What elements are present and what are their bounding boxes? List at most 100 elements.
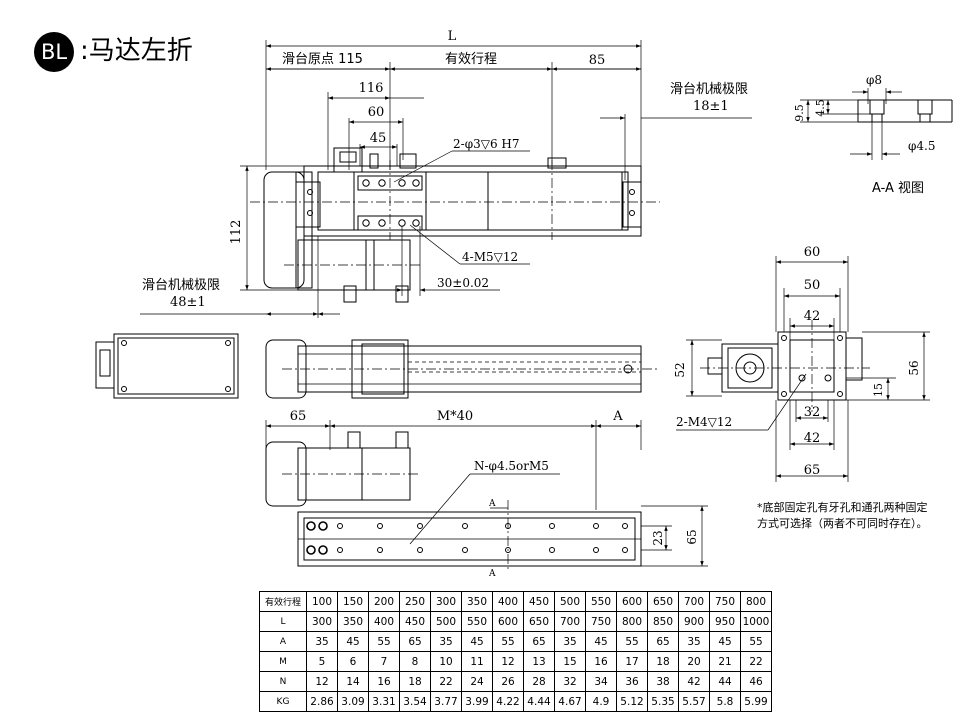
bottom-view: 65 M*40 A A A N-φ4.5orM5	[265, 409, 708, 579]
label-limit-left: 滑台机械极限	[142, 278, 220, 293]
table-cell: 7	[368, 651, 400, 672]
table-cell: 5.12	[616, 691, 648, 712]
table-header-cell: 350	[461, 591, 493, 612]
table-cell: 4.44	[523, 691, 555, 712]
table-cell: 18	[647, 651, 679, 672]
table-row: N 12 14 16 18 22 24 26 28 32 34 36 38 42…	[259, 671, 772, 692]
table-cell: 45	[337, 631, 369, 652]
table-cell: 4.9	[585, 691, 617, 712]
table-cell: 13	[523, 651, 555, 672]
table-cell: 55	[616, 631, 648, 652]
table-row: A 35 45 55 65 35 45 55 65 35 45 55 65 35…	[259, 631, 772, 652]
table-cell: 5.57	[678, 691, 710, 712]
model-badge: BL	[34, 32, 74, 72]
dim-bottom-h23: 23	[651, 530, 665, 545]
table-header-cell: 650	[647, 591, 679, 612]
table-cell: 5.35	[647, 691, 679, 712]
spec-table: 有效行程 100 150 200 250 300 350 400 450 500…	[259, 591, 772, 712]
label-base-holes: N-φ4.5orM5	[474, 459, 549, 473]
table-header-cell: 100	[306, 591, 338, 612]
dim-end-w50: 50	[804, 278, 821, 293]
dim-slide-origin: 滑台原点 115	[282, 52, 363, 67]
table-cell: L	[259, 611, 307, 632]
table-cell: 400	[368, 611, 400, 632]
table-cell: 12	[306, 671, 338, 692]
label-side-holes: 2-M4▽12	[676, 415, 732, 429]
table-header-cell: 500	[554, 591, 586, 612]
table-cell: 5.8	[709, 691, 741, 712]
dim-limit-left: 48±1	[170, 295, 206, 310]
table-header-cell: 250	[399, 591, 431, 612]
dim-bottom-h65: 65	[685, 529, 699, 544]
table-cell: 3.31	[368, 691, 400, 712]
table-cell: 5	[306, 651, 338, 672]
table-cell: 55	[492, 631, 524, 652]
table-cell: 16	[368, 671, 400, 692]
table-cell: 800	[616, 611, 648, 632]
table-cell: 11	[461, 651, 493, 672]
left-end-view	[95, 333, 239, 399]
dim-60: 60	[368, 105, 385, 120]
table-cell: 4.22	[492, 691, 524, 712]
table-cell: 17	[616, 651, 648, 672]
section-mark-bottom: A	[488, 569, 496, 579]
dim-dia-4-5: φ4.5	[908, 139, 936, 153]
table-cell: 700	[554, 611, 586, 632]
table-cell: 3.09	[337, 691, 369, 712]
table-row: KG 2.86 3.09 3.31 3.54 3.77 3.99 4.22 4.…	[259, 691, 772, 712]
table-header-cell: 150	[337, 591, 369, 612]
table-cell: 3.77	[430, 691, 462, 712]
table-cell: 2.86	[306, 691, 338, 712]
table-cell: 21	[709, 651, 741, 672]
table-cell: 950	[709, 611, 741, 632]
table-header-cell: 600	[616, 591, 648, 612]
table-header-cell: 400	[492, 591, 524, 612]
table-cell: 26	[492, 671, 524, 692]
dim-pin-pitch: 30±0.02	[437, 276, 489, 290]
table-cell: 4.67	[554, 691, 586, 712]
dim-45: 45	[370, 131, 387, 146]
top-view: L 滑台原点 115 有效行程 85 116 60 45 2-φ3▽6 H7 滑…	[140, 29, 752, 318]
table-cell: 650	[523, 611, 555, 632]
table-cell: 15	[554, 651, 586, 672]
table-header-cell: 有效行程	[259, 591, 307, 612]
table-cell: 55	[740, 631, 772, 652]
table-cell: 20	[678, 651, 710, 672]
table-cell: 46	[740, 671, 772, 692]
table-cell: 24	[461, 671, 493, 692]
table-cell: 65	[523, 631, 555, 652]
table-cell: 3.54	[399, 691, 431, 712]
table-cell: 8	[399, 651, 431, 672]
table-cell: 28	[523, 671, 555, 692]
page-title: :马达左折	[80, 36, 193, 66]
dim-end-w42-top: 42	[804, 309, 821, 324]
label-tapped-holes: 4-M5▽12	[462, 250, 518, 264]
table-cell: 36	[616, 671, 648, 692]
table-cell: 35	[430, 631, 462, 652]
table-cell: 14	[337, 671, 369, 692]
table-cell: 44	[709, 671, 741, 692]
table-cell: 22	[740, 651, 772, 672]
table-row: L 300 350 400 450 500 550 600 650 700 75…	[259, 611, 772, 632]
table-header-cell: 450	[523, 591, 555, 612]
table-header-row: 有效行程 100 150 200 250 300 350 400 450 500…	[259, 591, 772, 612]
table-cell: 12	[492, 651, 524, 672]
table-cell: 18	[399, 671, 431, 692]
dim-limit-right: 18±1	[693, 99, 729, 114]
table-cell: 45	[709, 631, 741, 652]
table-cell: A	[259, 631, 307, 652]
table-cell: 35	[306, 631, 338, 652]
dim-right-end: 85	[589, 53, 606, 68]
table-cell: 38	[647, 671, 679, 692]
table-cell: KG	[259, 691, 307, 712]
table-cell: 55	[368, 631, 400, 652]
table-cell: N	[259, 671, 307, 692]
table-cell: 35	[554, 631, 586, 652]
table-cell: 450	[399, 611, 431, 632]
dim-end-h56: 56	[907, 360, 921, 375]
table-cell: 10	[430, 651, 462, 672]
side-view	[265, 339, 660, 399]
table-cell: 42	[678, 671, 710, 692]
dim-depth-4-5: 4.5	[814, 99, 827, 117]
